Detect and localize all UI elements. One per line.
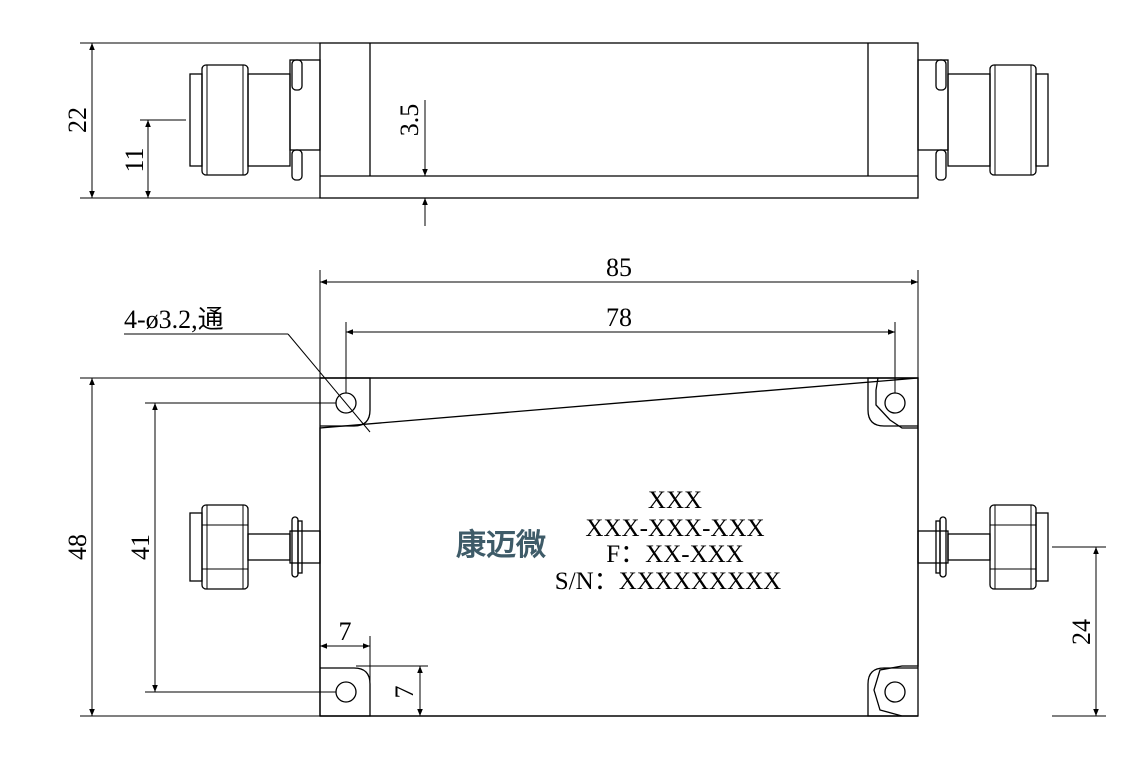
sma-connector-icon <box>189 504 321 590</box>
dim-connector-24: 24 <box>1067 619 1096 645</box>
brand-logo: 康迈微 <box>456 528 546 563</box>
dim-offset-y-7: 7 <box>390 686 419 699</box>
dim-length-85: 85 <box>606 253 632 282</box>
hole-note: 4-ø3.2,通 <box>124 305 224 334</box>
sma-connector-icon <box>917 59 1049 181</box>
nameplate-model: XXX <box>648 487 702 514</box>
dim-offset-x-7: 7 <box>339 617 352 646</box>
dim-axis-11: 11 <box>120 147 149 172</box>
sma-connector-icon <box>189 59 321 181</box>
nameplate-frequency: F：XX-XXX <box>606 541 744 568</box>
dim-lip-3-5: 3.5 <box>395 104 424 137</box>
top-view: 85 78 4-ø3.2,通 48 41 7 7 24 康迈 <box>63 253 1106 717</box>
sma-connector-icon <box>917 504 1049 590</box>
dim-pitch-78: 78 <box>606 303 632 332</box>
side-view: 22 11 3.5 <box>63 42 1049 226</box>
nameplate-serial: S/N：XXXXXXXXX <box>555 568 781 595</box>
mounting-hole-icon <box>884 392 906 414</box>
nameplate-part-number: XXX-XXX-XXX <box>585 515 764 542</box>
dim-width-48: 48 <box>63 534 92 560</box>
dim-pitch-41: 41 <box>126 534 155 560</box>
dim-height-22: 22 <box>63 107 92 133</box>
mounting-hole-icon <box>884 681 906 703</box>
mounting-hole-icon <box>335 681 357 703</box>
